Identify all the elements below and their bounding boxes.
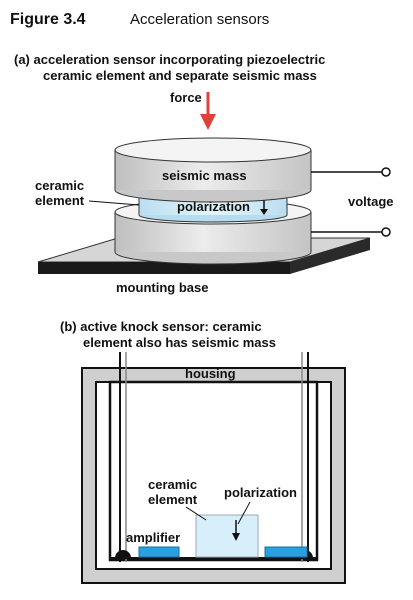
ceramic-label-a-line2: element [35, 193, 85, 208]
figure-number: Figure 3.4 [10, 11, 86, 28]
mounting-base-label: mounting base [116, 280, 208, 295]
ceramic-label-b-line2: element [148, 492, 198, 507]
amplifier-block-right [264, 546, 308, 558]
polarization-label-b: polarization [224, 485, 297, 500]
part-b-caption-line2: element also has seismic mass [83, 335, 276, 350]
voltage-terminals [311, 167, 391, 237]
ceramic-label-b-line1: ceramic [148, 477, 197, 492]
amplifier-block-left [138, 546, 180, 558]
housing-label: housing [185, 366, 236, 381]
seismic-mass-disc [114, 137, 312, 203]
seismic-mass-label: seismic mass [162, 168, 247, 183]
polarization-leader-line-b [237, 501, 251, 525]
part-a-caption-line2: ceramic element and separate seismic mas… [43, 68, 317, 83]
amplifier-label: amplifier [126, 530, 180, 545]
figure-title: Acceleration sensors [130, 11, 269, 28]
part-a-caption-line1: (a) acceleration sensor incorporating pi… [14, 52, 325, 67]
polarization-label-a: polarization [177, 199, 250, 214]
voltage-label: voltage [348, 194, 394, 209]
force-arrow [200, 92, 216, 130]
force-label: force [170, 90, 202, 105]
polarization-arrow-a [260, 200, 268, 215]
ceramic-label-a-line1: ceramic [35, 178, 84, 193]
ceramic-leader-line-b [185, 506, 207, 521]
part-b-caption-line1: (b) active knock sensor: ceramic [60, 319, 262, 334]
ceramic-leader-line-a [88, 200, 140, 206]
ceramic-element-b [195, 514, 259, 558]
